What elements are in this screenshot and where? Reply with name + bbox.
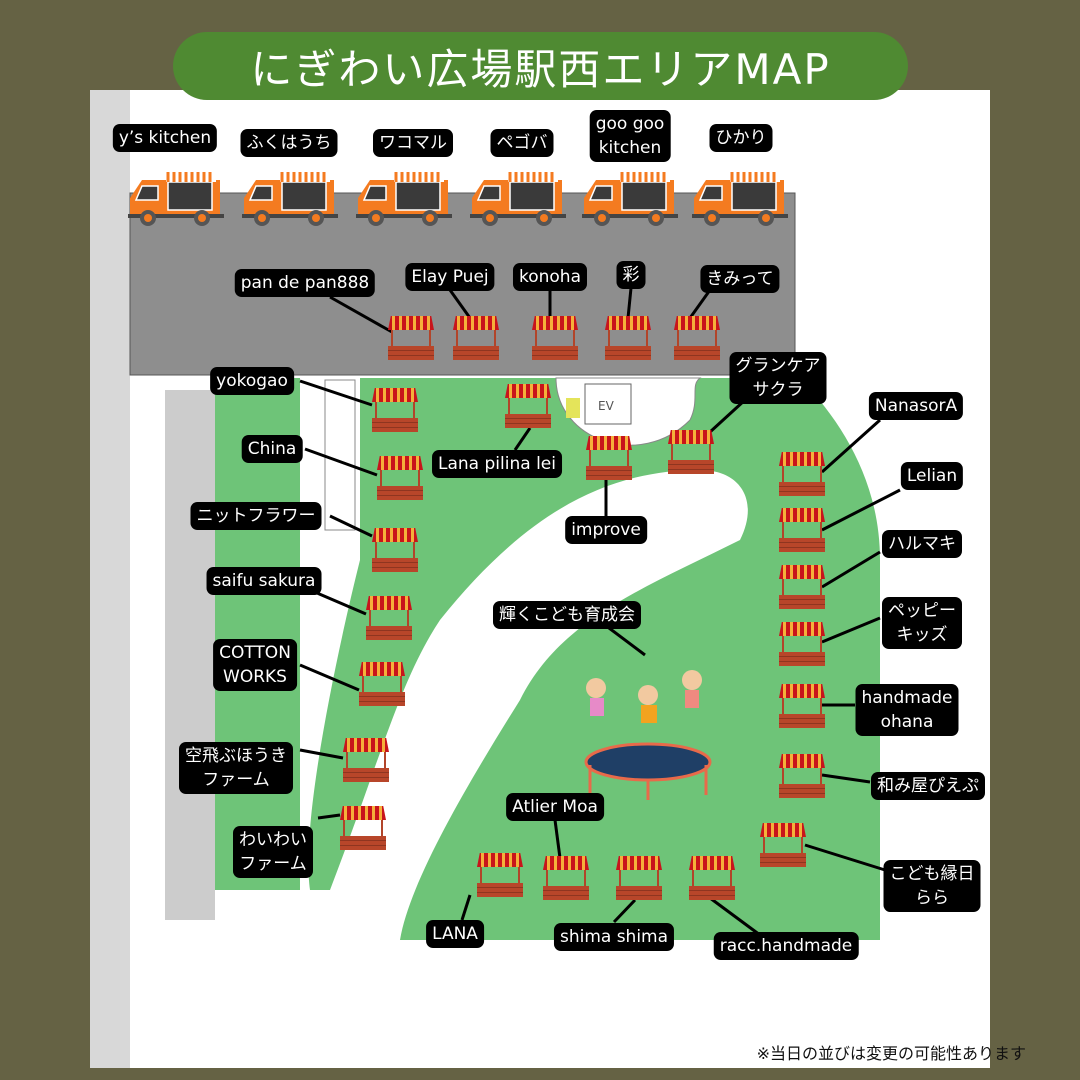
market-stall-icon	[779, 622, 825, 666]
market-stall-icon	[532, 316, 578, 360]
vendor-label: グランケア サクラ	[729, 352, 827, 404]
ev-label: EV	[598, 399, 615, 413]
market-stall-icon	[543, 856, 589, 900]
food-truck-icon	[470, 168, 566, 228]
elevator-box	[584, 383, 632, 425]
child-icon	[586, 678, 606, 698]
vendor-label: goo goo kitchen	[589, 110, 671, 162]
market-stall-icon	[377, 456, 423, 500]
vendor-label: ペゴバ	[490, 129, 554, 157]
vendor-label: COTTON WORKS	[213, 639, 297, 691]
vendor-label: improve	[565, 516, 647, 544]
fence-pattern	[165, 390, 215, 920]
vendor-label: NanasorA	[868, 392, 964, 420]
market-stall-icon	[779, 452, 825, 496]
market-stall-icon	[372, 528, 418, 572]
trampoline-icon	[584, 742, 712, 782]
vendor-label: yokogao	[210, 367, 294, 395]
vendor-label: LANA	[426, 920, 484, 948]
market-stall-icon	[760, 823, 806, 867]
market-stall-icon	[779, 684, 825, 728]
market-stall-icon	[779, 754, 825, 798]
page-title: にぎわい広場駅西エリアMAP	[173, 32, 908, 100]
market-stall-icon	[586, 436, 632, 480]
vendor-label: China	[241, 435, 303, 463]
vendor-label: pan de pan888	[234, 269, 376, 297]
market-stall-icon	[779, 565, 825, 609]
market-stall-icon	[372, 388, 418, 432]
vendor-label: ニットフラワー	[190, 502, 322, 530]
market-stall-icon	[388, 316, 434, 360]
vendor-label: 和み屋ぴえぷ	[871, 772, 985, 800]
market-stall-icon	[689, 856, 735, 900]
footer-note: ※当日の並びは変更の可能性あります	[756, 1044, 1026, 1063]
market-stall-icon	[779, 508, 825, 552]
vendor-label: konoha	[512, 263, 588, 291]
trampoline-area	[584, 670, 712, 800]
food-truck-icon	[356, 168, 452, 228]
vendor-label: Atlier Moa	[506, 793, 604, 821]
child-icon	[682, 670, 702, 690]
market-stall-icon	[668, 430, 714, 474]
left-sidewalk	[90, 90, 130, 1068]
vendor-label: Lelian	[900, 462, 964, 490]
vendor-label: わいわい ファーム	[233, 826, 313, 878]
vendor-label: y’s kitchen	[112, 124, 218, 152]
vendor-label: 空飛ぶほうき ファーム	[179, 742, 293, 794]
market-stall-icon	[359, 662, 405, 706]
vendor-label: こども縁日 らら	[883, 860, 981, 912]
vendor-label: racc.handmade	[713, 932, 859, 960]
leader-lines	[299, 287, 901, 937]
yellow-marker	[566, 398, 580, 418]
vendor-label: Elay Puej	[405, 263, 495, 291]
vendor-label: ワコマル	[373, 129, 453, 157]
vendor-label: ペッピー キッズ	[882, 597, 962, 649]
vendor-label: きみって	[700, 265, 780, 293]
food-truck-icon	[582, 168, 678, 228]
market-stall-icon	[674, 316, 720, 360]
vendor-label: ハルマキ	[882, 530, 962, 558]
trampoline-label: 輝くこども育成会	[493, 601, 641, 629]
vendor-label: Lana pilina lei	[432, 450, 562, 478]
vendor-label: shima shima	[553, 923, 675, 951]
market-stall-icon	[505, 384, 551, 428]
market-stall-icon	[605, 316, 651, 360]
market-stall-icon	[477, 853, 523, 897]
vendor-label: ふくはうち	[240, 129, 338, 157]
market-stall-icon	[366, 596, 412, 640]
food-truck-icon	[128, 168, 224, 228]
market-stall-icon	[453, 316, 499, 360]
market-stall-icon	[616, 856, 662, 900]
stairs	[324, 379, 356, 531]
child-icon	[638, 685, 658, 705]
vendor-label: ひかり	[709, 124, 773, 152]
park-lawn-main	[308, 378, 881, 940]
market-stall-icon	[343, 738, 389, 782]
vendor-label: handmade ohana	[855, 684, 959, 736]
vendor-label: 彩	[616, 261, 646, 289]
market-stall-icon	[340, 806, 386, 850]
food-truck-icon	[692, 168, 788, 228]
vendor-label: saifu sakura	[206, 567, 322, 595]
food-truck-icon	[242, 168, 338, 228]
